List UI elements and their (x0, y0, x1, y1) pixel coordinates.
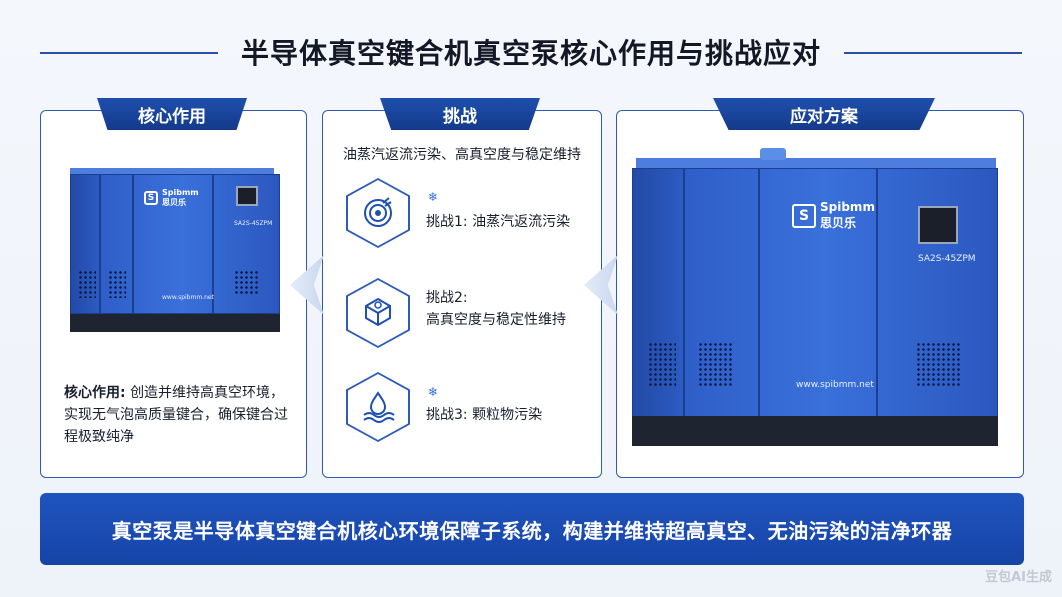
challenge-3-title: 挑战3: 颗粒物污染 (426, 407, 543, 423)
title-line-right (844, 52, 1022, 54)
brand-name: Spibmm (820, 200, 875, 214)
vacuum-target-icon (364, 197, 392, 227)
challenge-2-detail: 高真空度与稳定性维持 (426, 312, 566, 328)
summary-banner: 真空泵是半导体真空键合机核心环境保障子系统，构建并维持超高真空、无油污染的洁净环… (40, 493, 1024, 565)
tab-core: 核心作用 (97, 98, 247, 130)
tab-solution: 应对方案 (713, 98, 935, 130)
droplet-waves-icon (363, 391, 395, 423)
vacuum-pump-image-left: S Spibmm 思贝乐 SA2S-45ZPM www.spibmm.net (66, 160, 286, 340)
challenge-1-title: 挑战1: 油蒸汽返流污染 (426, 214, 571, 230)
core-description-label: 核心作用: (64, 385, 126, 401)
brand-logo: S Spibmm 思贝乐 (144, 188, 199, 208)
challenge-subtitle: 油蒸汽返流污染、高真空度与稳定维持 (343, 147, 581, 163)
website-label: www.spibmm.net (796, 380, 874, 390)
brand-name-cn: 思贝乐 (162, 198, 186, 207)
title-row: 半导体真空键合机真空泵核心作用与挑战应对 (0, 30, 1062, 74)
vacuum-pump-image-right: S Spibmm 思贝乐 SA2S-45ZPM www.spibmm.net (628, 146, 1004, 456)
brand-name-cn: 思贝乐 (820, 216, 857, 230)
challenge-2-title: 挑战2: (426, 290, 468, 306)
page-title: 半导体真空键合机真空泵核心作用与挑战应对 (240, 37, 821, 70)
brand-logo-icon: S (144, 191, 158, 205)
tab-challenge: 挑战 (380, 98, 540, 130)
watermark: 豆包AI生成 (985, 570, 1052, 585)
brand-logo: S Spibmm 思贝乐 (792, 200, 875, 231)
title-line-left (40, 52, 218, 54)
challenge-1-text: 挑战1: 油蒸汽返流污染 (426, 211, 570, 233)
challenge-2-text: 挑战2: 高真空度与稳定性维持 (426, 287, 566, 331)
challenge-3-text: 挑战3: 颗粒物污染 (426, 404, 542, 426)
cube-layers-icon (365, 297, 391, 327)
sparkle-icon: ❄ (428, 385, 439, 399)
model-label: SA2S-45ZPM (918, 254, 976, 264)
core-description: 核心作用: 创造并维持高真空环境，实现无气泡高质量键合，确保键合过程极致纯净 (64, 382, 296, 448)
model-label: SA2S-45ZPM (234, 220, 273, 227)
website-label: www.spibmm.net (162, 294, 214, 301)
brand-logo-icon: S (792, 203, 816, 228)
brand-name: Spibmm (162, 188, 199, 197)
sparkle-icon: ❄ (428, 190, 439, 204)
core-description-text: 创造并维持高真空环境，实现无气泡高质量键合，确保键合过程极致纯净 (64, 385, 288, 445)
